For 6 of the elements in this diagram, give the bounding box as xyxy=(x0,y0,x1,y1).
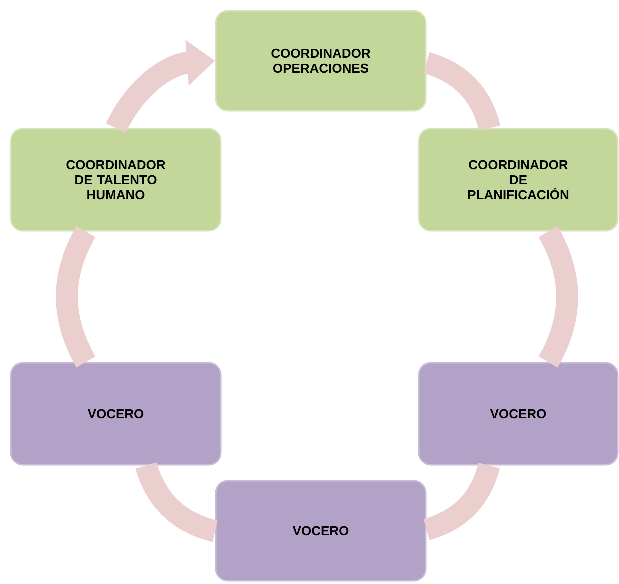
role-box: VOCERO xyxy=(10,362,222,466)
role-box: COORDINADOR OPERACIONES xyxy=(215,10,427,112)
role-box: COORDINADOR DE PLANIFICACIÓN xyxy=(418,128,619,232)
role-box: VOCERO xyxy=(215,480,427,582)
role-box: COORDINADOR DE TALENTO HUMANO xyxy=(10,128,222,232)
role-box: VOCERO xyxy=(418,362,619,466)
